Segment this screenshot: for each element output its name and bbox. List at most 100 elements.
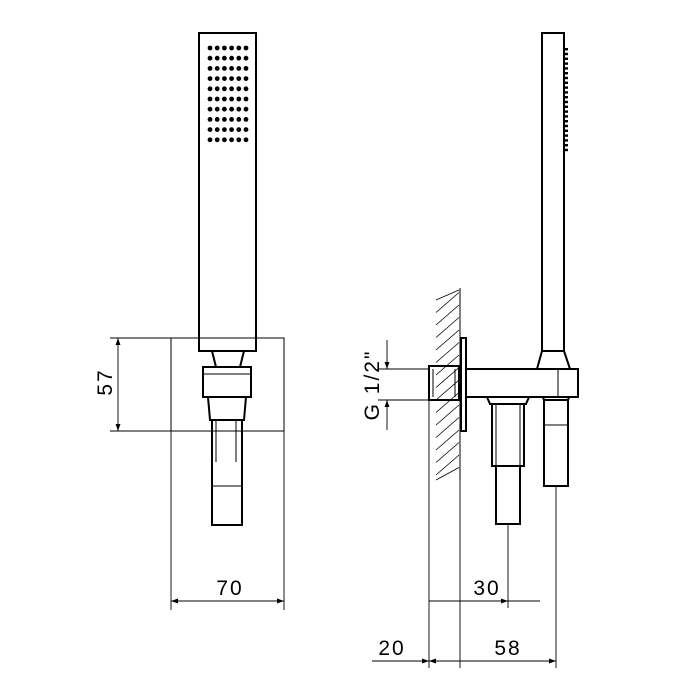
- shower-neck: [211, 350, 245, 368]
- side-nozzle-mark: [565, 144, 568, 147]
- nozzle-dot: [243, 45, 249, 51]
- nozzle-dot: [214, 76, 220, 81]
- nozzle-dot: [214, 66, 220, 71]
- dimension-hose-projection: 30: [428, 400, 540, 668]
- nozzle-dot: [243, 55, 249, 61]
- hand-shower-side: [541, 32, 565, 352]
- nozzle-dot: [229, 137, 235, 143]
- nozzle-dot: [229, 96, 235, 102]
- side-nozzle-mark: [565, 148, 568, 152]
- spray-nozzle-grid: [207, 45, 249, 143]
- nozzle-dot: [229, 106, 235, 112]
- side-nozzle-mark: [565, 86, 568, 89]
- nozzle-dot: [222, 106, 227, 112]
- nozzle-dot: [222, 96, 227, 102]
- nozzle-dot: [243, 117, 249, 122]
- dimension-label-70: 70: [216, 577, 243, 600]
- side-nozzle-mark: [565, 52, 568, 56]
- wall-hatch-line: [435, 404, 460, 426]
- side-nozzle-mark: [565, 124, 568, 128]
- holder-bracket: [207, 396, 247, 421]
- dimension-label-57: 57: [94, 368, 117, 395]
- side-nozzle-mark: [565, 67, 568, 70]
- nozzle-dot: [236, 86, 242, 92]
- hose-connector: [211, 419, 243, 526]
- nozzle-dot: [214, 106, 220, 112]
- side-nozzle-mark: [565, 115, 568, 118]
- wall-hatch-line: [435, 317, 460, 338]
- side-nozzle-mark: [565, 76, 568, 80]
- nozzle-dot: [236, 137, 242, 143]
- nozzle-dot: [236, 45, 242, 51]
- side-nozzle-mark: [565, 96, 568, 99]
- holder-block: [202, 366, 252, 398]
- nozzle-dot: [207, 106, 213, 112]
- hose-outlet-fitting: [486, 396, 530, 405]
- nozzle-dot: [222, 45, 227, 51]
- nozzle-dot: [214, 137, 220, 143]
- nozzle-dot: [243, 96, 249, 102]
- nozzle-dot: [236, 76, 242, 81]
- nozzle-dot: [214, 117, 220, 122]
- nozzle-dot: [214, 45, 220, 51]
- nozzle-dot: [207, 55, 213, 61]
- side-nozzle-mark: [565, 57, 568, 60]
- nozzle-dot: [207, 137, 213, 143]
- nozzle-dot: [207, 66, 213, 71]
- wall-hatch-line: [435, 289, 460, 301]
- wall-hatch-line: [435, 367, 460, 388]
- dimension-wall-and-holder: 20 58: [372, 480, 557, 668]
- side-nozzle-mark: [565, 72, 568, 75]
- nozzle-dot: [236, 106, 242, 112]
- nozzle-dot: [222, 127, 227, 132]
- nozzle-dot: [229, 45, 235, 51]
- nozzle-dot: [243, 137, 249, 143]
- nozzle-dot: [229, 127, 235, 132]
- side-nozzle-mark: [565, 110, 568, 113]
- nozzle-dot: [207, 45, 213, 51]
- wall-hatch-line: [435, 467, 460, 481]
- nozzle-dot: [214, 96, 220, 102]
- nozzle-dot: [236, 55, 242, 61]
- side-nozzle-mark: [565, 91, 568, 94]
- wall-flange: [460, 337, 467, 432]
- side-nozzle-mark: [565, 62, 568, 65]
- threaded-connector: [428, 365, 460, 401]
- nozzle-dot: [243, 66, 249, 71]
- nozzle-dot: [236, 66, 242, 71]
- dimension-plate-width: 70: [170, 431, 285, 610]
- front-view: [170, 32, 285, 526]
- holder-arm: [466, 368, 579, 398]
- nozzle-dot: [229, 86, 235, 92]
- nozzle-dot: [243, 127, 249, 132]
- wall-hatch-line: [435, 329, 460, 351]
- side-nozzle-mark: [565, 120, 568, 123]
- nozzle-dot: [214, 86, 220, 92]
- wall-section: [435, 288, 461, 481]
- nozzle-dot: [222, 66, 227, 71]
- side-view: [428, 32, 579, 525]
- nozzle-dot: [222, 55, 227, 61]
- nozzle-dot: [207, 96, 213, 102]
- nozzle-dot: [207, 127, 213, 132]
- wall-hatch-line: [435, 379, 460, 401]
- hose-outlet-side: [491, 403, 525, 467]
- wall-hatch-line: [435, 454, 460, 476]
- nozzle-dot: [222, 117, 227, 122]
- dimension-label-58: 58: [494, 637, 521, 660]
- spray-face-profile: [565, 48, 568, 152]
- nozzle-dot: [236, 127, 242, 132]
- nozzle-dot: [214, 127, 220, 132]
- dimension-label-20: 20: [378, 637, 405, 660]
- nozzle-dot: [214, 55, 220, 61]
- nozzle-dot: [222, 76, 227, 81]
- wall-hatch-line: [435, 442, 460, 463]
- nozzle-dot: [222, 86, 227, 92]
- wall-hatch-line: [435, 417, 460, 438]
- nozzle-dot: [229, 117, 235, 122]
- holder-shaft: [543, 399, 569, 487]
- side-nozzle-mark: [565, 81, 568, 84]
- shower-neck-side: [536, 350, 571, 370]
- wall-hatch-line: [435, 392, 460, 413]
- nozzle-dot: [229, 55, 235, 61]
